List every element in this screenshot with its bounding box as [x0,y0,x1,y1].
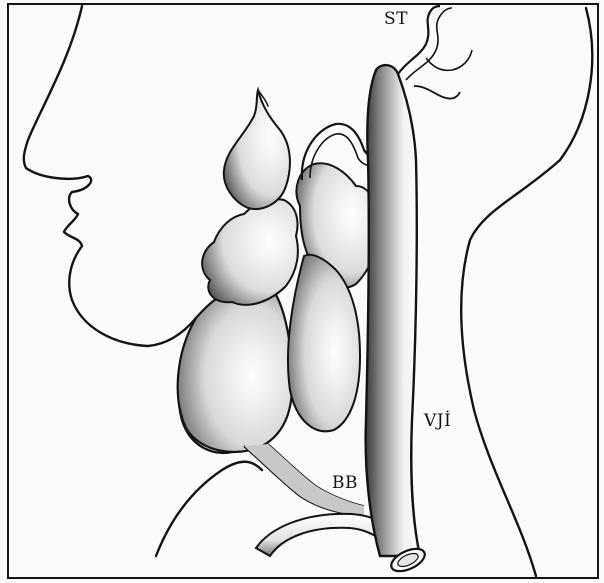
cyst-middle-lobe [202,199,298,305]
label-st: ST [384,9,408,29]
cyst-lower-lobe [178,283,293,452]
superior-thyroid-branch-lower [414,86,460,99]
superior-thyroid-branch-upper [426,50,472,70]
shoulder-outline [156,462,262,556]
back-of-neck-outline [461,8,592,576]
label-bb: BB [332,473,358,493]
label-vji: VJİ [423,410,451,431]
cyst-upper-lobe [224,90,290,209]
internal-jugular-vein [366,65,420,556]
face-profile-outline [24,6,196,346]
